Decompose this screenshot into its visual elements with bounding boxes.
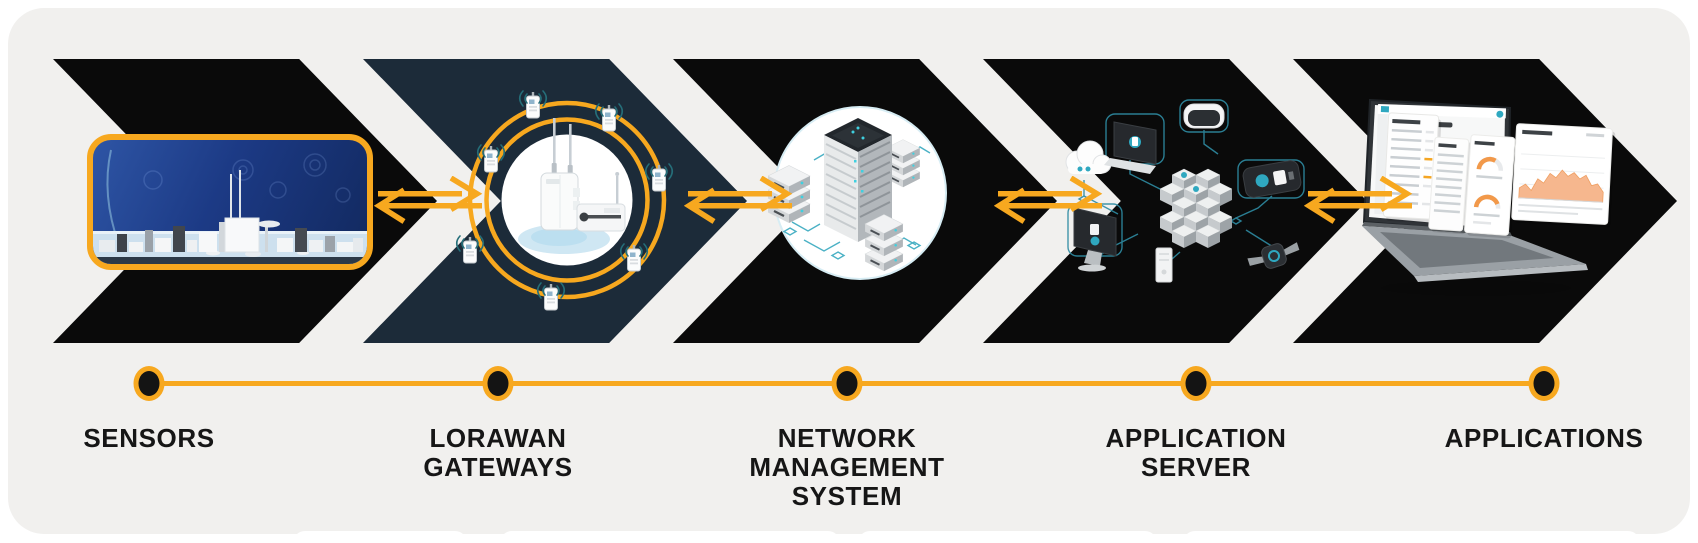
sensor-devices-row <box>99 170 363 253</box>
flow-arrow-pair <box>994 176 1103 224</box>
gateway-side-unit-icon <box>576 172 626 232</box>
flow-arrow-pair <box>374 176 483 224</box>
vr-headset-icon <box>1183 103 1225 129</box>
area-chart-shape <box>1518 169 1604 203</box>
bottom-card-edge <box>1183 531 1640 543</box>
bottom-card-edge <box>858 531 1157 543</box>
arrow-left-head <box>374 187 406 224</box>
circuit-lines <box>782 146 931 260</box>
timeline-node-sensors <box>133 366 165 401</box>
laptop-icon <box>1104 121 1157 174</box>
lorawan-gateway-device-icon <box>540 118 580 231</box>
cloud-icon <box>1065 140 1112 174</box>
stage-label-line: SENSORS <box>83 423 215 453</box>
dashboard-card-list <box>1428 136 1472 235</box>
dashboard-card-area-chart <box>1511 123 1616 228</box>
stage-label-application-server: APPLICATION SERVER <box>1016 424 1376 482</box>
glow-circles-icon <box>143 153 351 203</box>
laptop-keyboard <box>1362 222 1588 282</box>
stage-label-line: MANAGEMENT <box>749 452 945 482</box>
stage-label-line: APPLICATIONS <box>1444 423 1644 453</box>
iot-sensor-devices-photo <box>93 149 367 264</box>
server-cluster-icon <box>1159 168 1233 249</box>
stage-label-line: APPLICATION <box>1105 423 1287 453</box>
stage-label-sensors: SENSORS <box>0 424 329 453</box>
stage-label-line: SYSTEM <box>791 481 903 511</box>
stage-label-line: LORAWAN <box>429 423 567 453</box>
timeline-node-network-management-system <box>831 366 863 401</box>
bottom-card-edge <box>500 531 840 543</box>
timeline-node-application-server <box>1180 366 1212 401</box>
gateway-coverage-rings <box>455 90 674 311</box>
inner-coverage-ring <box>484 117 650 283</box>
smartwatch-icon <box>1247 242 1300 269</box>
timeline-node-lorawan-gateways <box>482 366 514 401</box>
mini-tower-icon <box>1155 247 1173 283</box>
stage-label-lorawan-gateways: LORAWAN GATEWAYS <box>318 424 678 482</box>
stage-label-line: SERVER <box>1140 452 1252 482</box>
stage-label-line: GATEWAYS <box>423 452 573 482</box>
bottom-card-edge <box>293 531 467 543</box>
dashboard-card-gauges <box>1464 134 1518 239</box>
flow-arrow-pair <box>1304 176 1413 224</box>
flow-arrow-pair <box>684 176 793 224</box>
timeline-node-applications <box>1528 366 1560 401</box>
monitor-icon <box>1073 207 1117 272</box>
server-rack-cluster <box>768 106 947 280</box>
light-streak <box>106 149 120 246</box>
stage-label-line: NETWORK <box>777 423 917 453</box>
smartphone-icon <box>1242 160 1302 198</box>
stage-label-network-management-system: NETWORK MANAGEMENT SYSTEM <box>667 424 1027 511</box>
sensors-photo-frame <box>87 134 373 270</box>
stage-label-applications: APPLICATIONS <box>1364 424 1698 453</box>
